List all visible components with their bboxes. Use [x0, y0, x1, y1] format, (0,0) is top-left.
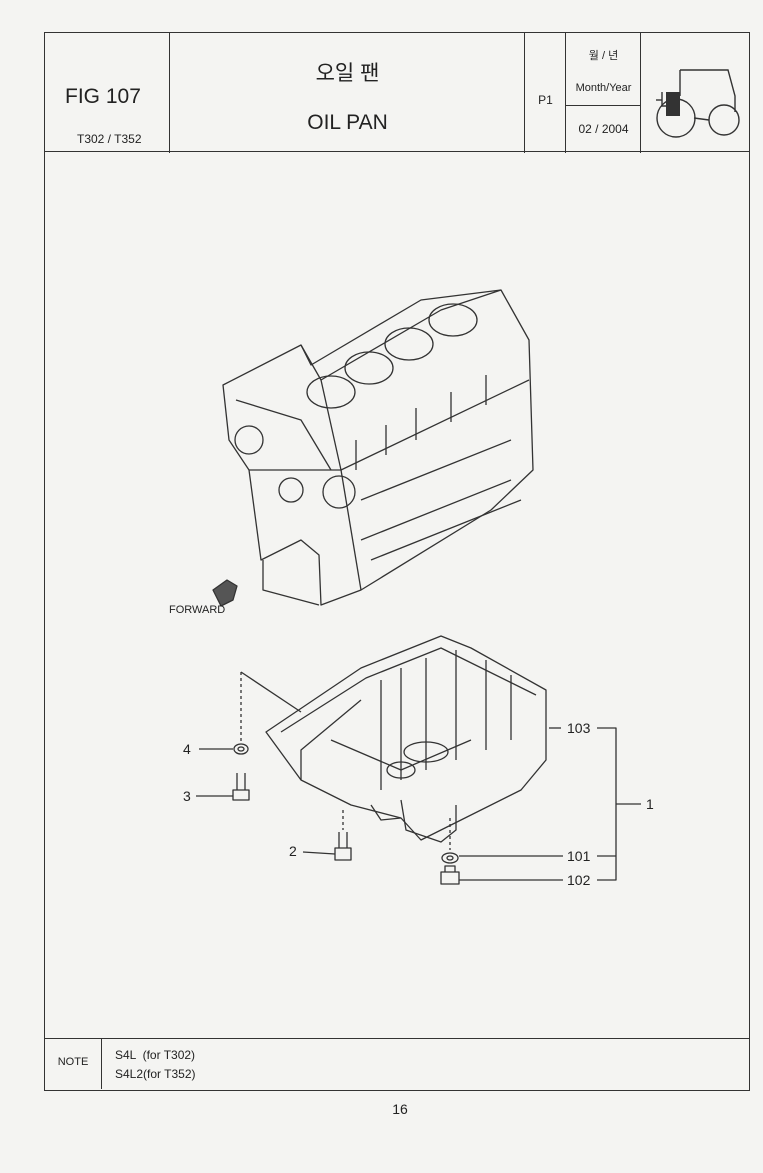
fig-label: FIG 107 — [65, 85, 141, 108]
page-number: 16 — [392, 1101, 408, 1117]
date-label: Month/Year — [575, 82, 632, 94]
forward-label: FORWARD — [169, 604, 225, 616]
tractor-icon — [656, 69, 740, 138]
date-value: 02 / 2004 — [578, 122, 629, 136]
date-cell: 월 / 년 Month/Year 02 / 2004 — [566, 33, 641, 153]
page-code: P1 — [538, 93, 553, 107]
note-block: NOTE S4L (for T302) S4L2(for T352) — [44, 1038, 750, 1091]
part-bolt-2 — [334, 832, 352, 861]
title-cell: 오일 팬 OIL PAN — [170, 33, 525, 153]
callout-4: 4 — [183, 741, 191, 757]
callout-3: 3 — [183, 788, 191, 804]
forward-arrow-icon — [212, 579, 238, 607]
part-plug-102 — [440, 865, 460, 885]
page-code-cell: P1 — [525, 33, 566, 153]
fig-cell: FIG 107 T302 / T352 — [45, 33, 170, 153]
oil-pan-drawing — [265, 635, 547, 843]
callout-102: 102 — [567, 872, 591, 888]
callout-103: 103 — [567, 720, 591, 736]
part-bolt-3 — [232, 773, 250, 801]
callout-101: 101 — [567, 848, 591, 864]
title-block: FIG 107 T302 / T352 오일 팬 OIL PAN P1 월 / … — [44, 32, 751, 153]
callout-1: 1 — [646, 796, 654, 812]
note-label: NOTE — [57, 1056, 89, 1068]
part-washer-4 — [233, 743, 249, 755]
title-korean: 오일 팬 — [315, 62, 380, 85]
date-korean: 월 / 년 — [588, 50, 619, 62]
note-line-2: S4L2(for T352) — [115, 1067, 196, 1081]
note-label-cell: NOTE — [45, 1039, 102, 1089]
note-line-1: S4L (for T302) — [115, 1048, 196, 1062]
title-english: OIL PAN — [307, 111, 388, 134]
part-washer-101 — [441, 852, 459, 864]
engine-block-drawing — [222, 289, 534, 606]
callout-2: 2 — [289, 843, 297, 859]
model-label: T302 / T352 — [77, 132, 142, 146]
diagram-area: FORWARD 4 3 2 103 1 101 102 — [44, 152, 750, 1038]
tractor-cell — [641, 33, 751, 153]
exploded-parts-diagram: FORWARD 4 3 2 103 1 101 102 — [169, 289, 654, 888]
